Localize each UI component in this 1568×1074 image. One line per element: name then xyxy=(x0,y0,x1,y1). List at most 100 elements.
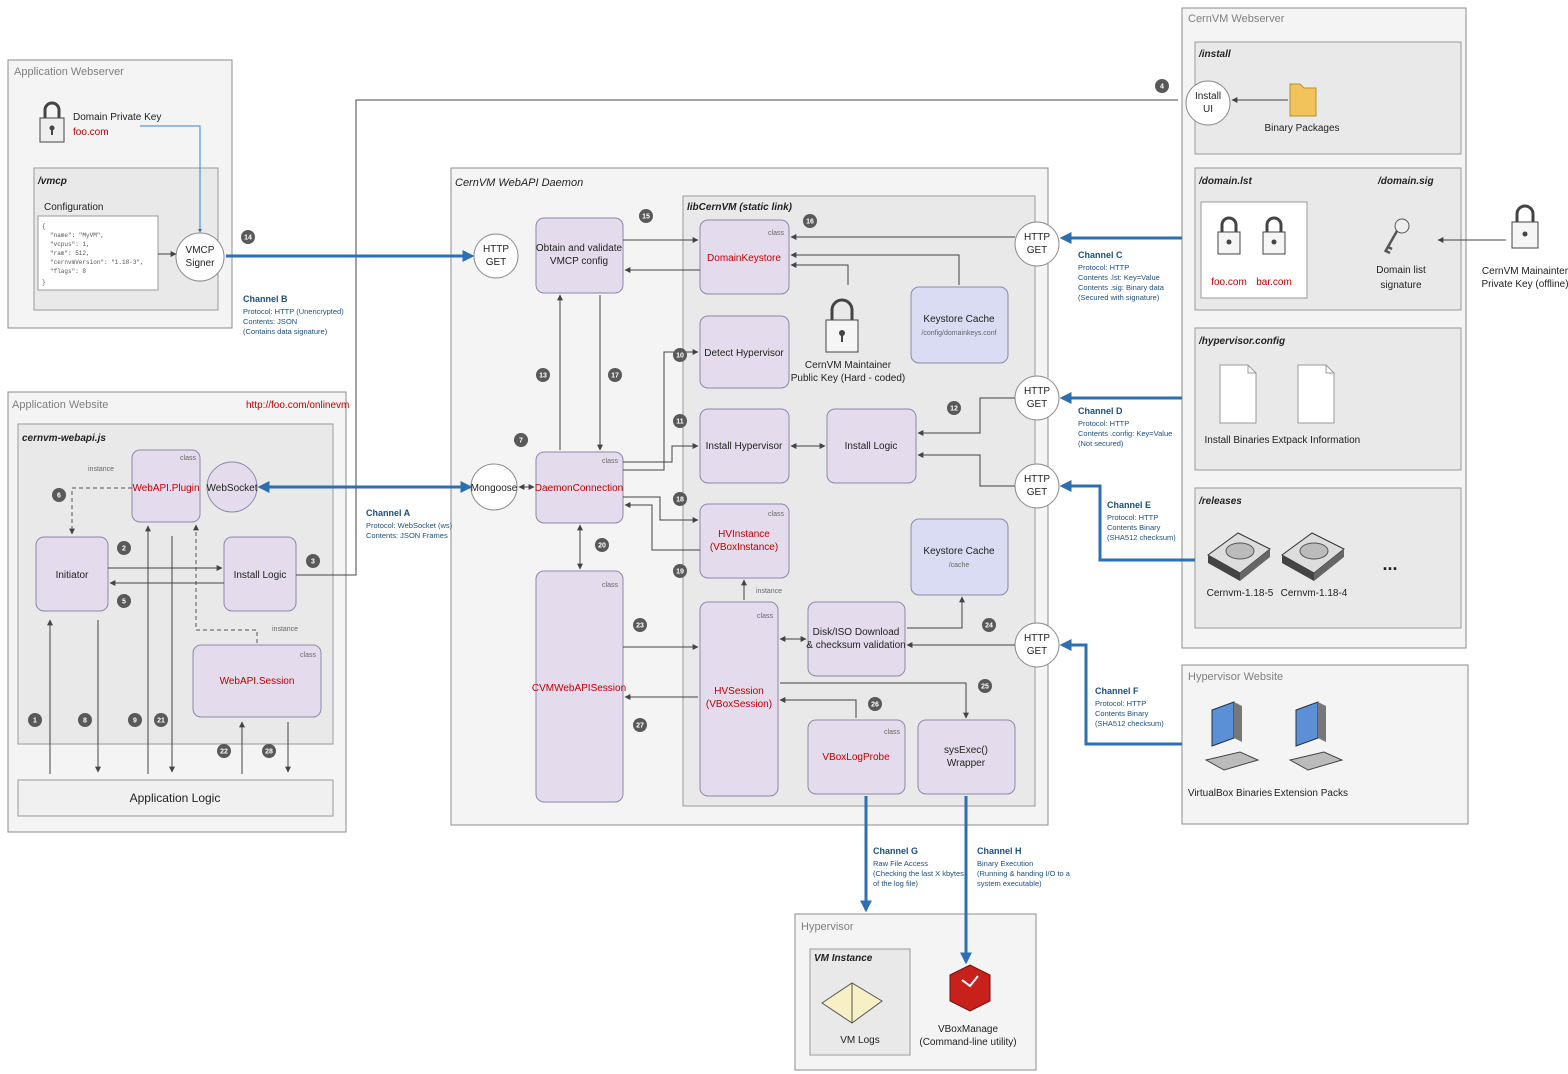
svg-text:Extension Packs: Extension Packs xyxy=(1274,788,1348,799)
svg-text:Obtain and validate: Obtain and validate xyxy=(536,243,623,254)
svg-text:8: 8 xyxy=(83,718,87,725)
channel-c-name: Channel C xyxy=(1078,250,1123,260)
svg-text:GET: GET xyxy=(1027,646,1048,657)
svg-text:HTTP: HTTP xyxy=(1024,232,1050,243)
svg-text:class: class xyxy=(180,455,196,462)
svg-text:27: 27 xyxy=(636,723,644,730)
svg-text:Cernvm-1.18-4: Cernvm-1.18-4 xyxy=(1281,588,1348,599)
svg-text:VirtualBox Binaries: VirtualBox Binaries xyxy=(1188,788,1272,799)
cernvm-webserver: CernVM Webserver /install Install UI Bin… xyxy=(1181,7,1467,649)
svg-text:16: 16 xyxy=(806,219,814,226)
install-hypervisor-node xyxy=(699,408,790,484)
channel-e-name: Channel E xyxy=(1107,500,1151,510)
svg-text:Public Key (Hard - coded): Public Key (Hard - coded) xyxy=(791,373,906,384)
step-badge: 3 xyxy=(306,554,320,568)
computer-icon xyxy=(1204,701,1260,771)
toolbox-icon xyxy=(949,964,991,1012)
svg-text:1: 1 xyxy=(33,718,37,725)
step-badge: 1 xyxy=(28,713,42,727)
initiator-node xyxy=(35,536,109,612)
svg-text:Protocol: HTTP: Protocol: HTTP xyxy=(1095,699,1146,708)
svg-text:20: 20 xyxy=(598,543,606,550)
http-get-node xyxy=(473,233,519,279)
daemon-title: CernVM WebAPI Daemon xyxy=(455,177,583,189)
step-badge: 25 xyxy=(978,679,992,693)
channel-f-name: Channel F xyxy=(1095,686,1139,696)
svg-text:Cernvm-1.18-5: Cernvm-1.18-5 xyxy=(1207,588,1274,599)
svg-text:24: 24 xyxy=(985,623,993,630)
computer-icon xyxy=(1288,701,1344,771)
svg-text:(SHA512 checksum): (SHA512 checksum) xyxy=(1095,719,1164,728)
svg-text:19: 19 xyxy=(676,569,684,576)
sysexec-wrapper-node xyxy=(917,719,1016,795)
channel-lines xyxy=(226,232,1195,965)
svg-text:class: class xyxy=(768,230,784,237)
folder-icon xyxy=(1289,83,1317,117)
vmcp-path: /vmcp xyxy=(37,176,67,187)
config-line: { xyxy=(42,223,46,230)
channel-b-name: Channel B xyxy=(243,294,288,304)
js-path: cernvm-webapi.js xyxy=(22,433,106,444)
svg-text:system executable): system executable) xyxy=(977,879,1042,888)
config-line: "vcpus": 1, xyxy=(50,241,90,248)
http-get-node xyxy=(1014,463,1060,509)
svg-text:Disk/ISO Download: Disk/ISO Download xyxy=(813,627,900,638)
svg-text:(Contains data signature): (Contains data signature) xyxy=(243,327,328,336)
svg-text:HVInstance: HVInstance xyxy=(718,529,770,540)
svg-text:GET: GET xyxy=(1027,399,1048,410)
svg-text:WebSocket: WebSocket xyxy=(207,483,258,494)
svg-text:foo.com: foo.com xyxy=(1211,277,1247,288)
app-website-title: Application Website xyxy=(12,399,108,411)
http-get-node xyxy=(1014,622,1060,668)
svg-text:Hypervisor Website: Hypervisor Website xyxy=(1188,671,1283,683)
keystore-cache-cache xyxy=(910,518,1009,596)
step-badge: 26 xyxy=(868,697,882,711)
svg-text:VBoxManage: VBoxManage xyxy=(938,1024,998,1035)
svg-text:...: ... xyxy=(1382,554,1397,574)
svg-text:WebAPI.Plugin: WebAPI.Plugin xyxy=(132,483,199,494)
svg-text:Contents Binary: Contents Binary xyxy=(1095,709,1149,718)
svg-text:Private Key (offline): Private Key (offline) xyxy=(1481,279,1568,290)
svg-text:Protocol: WebSocket (ws): Protocol: WebSocket (ws) xyxy=(366,521,453,530)
config-line: "cernvmVersion": "1.18-3", xyxy=(50,259,144,266)
domain-keystore-class xyxy=(699,219,790,295)
svg-text:(SHA512 checksum): (SHA512 checksum) xyxy=(1107,533,1176,542)
svg-text:Signer: Signer xyxy=(186,258,216,269)
svg-text:GET: GET xyxy=(1027,245,1048,256)
svg-text:9: 9 xyxy=(133,718,137,725)
step-badge: 7 xyxy=(514,433,528,447)
config-code-box xyxy=(37,215,159,291)
hvinstance-class xyxy=(699,503,790,579)
step-badge: 27 xyxy=(633,718,647,732)
channel-h-name: Channel H xyxy=(977,846,1022,856)
hvsession-class xyxy=(699,601,779,797)
application-webserver: Application Webserver Domain Private Key… xyxy=(7,59,233,329)
vboxlogprobe-class xyxy=(807,719,906,795)
svg-text:GET: GET xyxy=(1027,487,1048,498)
libcernvm-title: libCernVM (static link) xyxy=(687,202,793,213)
svg-text:18: 18 xyxy=(676,497,684,504)
step-badge: 11 xyxy=(673,414,687,428)
svg-text:Raw File Access: Raw File Access xyxy=(873,859,928,868)
svg-text:(VBoxInstance): (VBoxInstance) xyxy=(710,542,778,553)
svg-text:Application Logic: Application Logic xyxy=(130,791,221,805)
svg-text:Protocol: HTTP: Protocol: HTTP xyxy=(1107,513,1158,522)
app-webserver-title: Application Webserver xyxy=(14,66,124,78)
svg-text:/hypervisor.config: /hypervisor.config xyxy=(1198,336,1285,347)
svg-text:Wrapper: Wrapper xyxy=(947,758,986,769)
svg-text:VBoxLogProbe: VBoxLogProbe xyxy=(822,752,890,763)
svg-text:(Secured with signature): (Secured with signature) xyxy=(1078,293,1160,302)
step-badge: 28 xyxy=(262,744,276,758)
webapi-plugin-class xyxy=(131,449,201,523)
padlock-icon xyxy=(39,101,65,143)
svg-text:class: class xyxy=(602,458,618,465)
svg-text:HTTP: HTTP xyxy=(1024,474,1050,485)
svg-text:17: 17 xyxy=(611,373,619,380)
svg-text:(Not secured): (Not secured) xyxy=(1078,439,1124,448)
install-ui-node xyxy=(1185,80,1231,126)
svg-text:Hypervisor: Hypervisor xyxy=(801,921,854,933)
step-badge: 18 xyxy=(673,492,687,506)
svg-text:Detect Hypervisor: Detect Hypervisor xyxy=(704,348,784,359)
step-badge: 21 xyxy=(154,713,168,727)
